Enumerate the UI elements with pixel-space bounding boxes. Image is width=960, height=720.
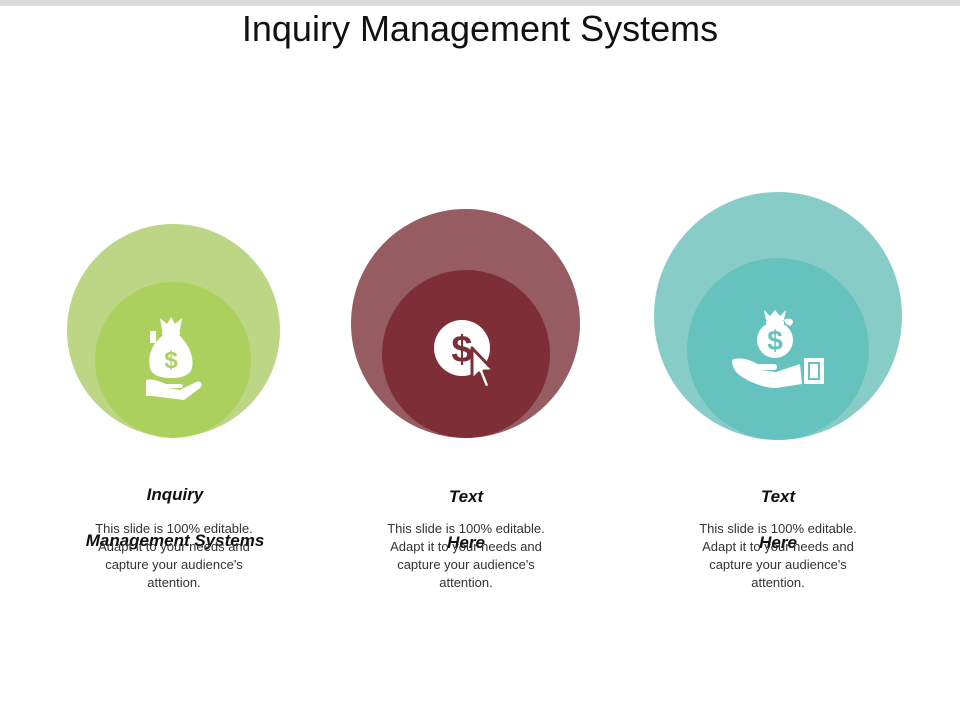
item-1-heading-line1: Inquiry	[146, 485, 204, 504]
item-1-heading: Inquiry Management Systems	[55, 460, 295, 575]
top-bar	[0, 0, 960, 6]
svg-text:$: $	[451, 329, 472, 371]
item-3-body: This slide is 100% editable. Adapt it to…	[699, 521, 857, 590]
item-2-body: This slide is 100% editable. Adapt it to…	[387, 521, 545, 590]
slide-title: Inquiry Management Systems	[241, 8, 719, 49]
item-2-heading: Text Here	[386, 462, 546, 577]
item-3-heading-line1: Text	[760, 487, 796, 506]
money-bag-hand-icon: $	[140, 312, 210, 404]
dollar-cursor-icon: $	[432, 318, 502, 392]
item-2-heading-line2: Here	[447, 533, 485, 552]
item-1-heading-line2: Management Systems	[85, 531, 265, 550]
item-3-heading: Text Here	[698, 462, 858, 577]
svg-text:$: $	[164, 347, 178, 374]
item-2-heading-line1: Text	[448, 487, 484, 506]
item-3-heading-line2: Here	[759, 533, 797, 552]
svg-text:$: $	[767, 325, 783, 356]
item-1-body: This slide is 100% editable. Adapt it to…	[95, 521, 253, 590]
hand-money-bag-icon: $	[730, 308, 830, 392]
